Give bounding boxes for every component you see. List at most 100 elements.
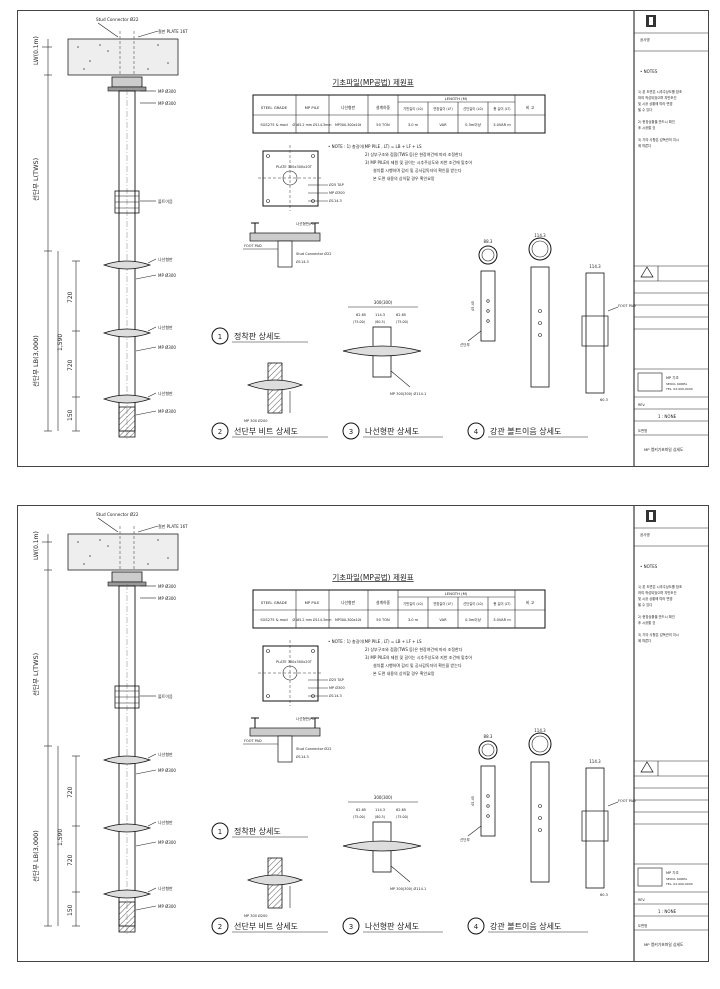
- td-grade: SGS275 & mod: [260, 618, 287, 622]
- d3-c: 62.65: [396, 808, 406, 812]
- detail-1-anchor-plate: PLATE 300x300x20T Ø25 TAP MP Ø300 Ø114.3…: [243, 145, 345, 268]
- th-ls: 선단길이 (L0): [463, 601, 483, 606]
- d3-b: 114.3: [375, 808, 385, 812]
- tb-note-2: 하여 작성되었으며 지반조건: [638, 95, 677, 100]
- title-text-1: 정착판 상세도: [234, 826, 281, 836]
- company-tel: TEL. 02-000-0000: [665, 387, 693, 391]
- lw-dim: LW(0.1m): [33, 531, 40, 560]
- detail-1-anchor-plate: PLATE 300x300x20T Ø25 TAP MP Ø300 Ø114.3…: [243, 640, 345, 763]
- scale-value: 1 : NONE: [658, 414, 677, 419]
- title-num-3: 3: [349, 923, 353, 931]
- th-l0: 기반길이 (L0): [403, 106, 423, 111]
- title-block: 공사명 • NOTES 1) 본 도면은 시추주상도를 참조 하여 작성되었으며…: [633, 11, 708, 466]
- d1-label-c: Ø114.3: [329, 693, 342, 698]
- d3-e: (80.3): [375, 320, 385, 324]
- lb-dim: 선단부 LB(3,000): [31, 830, 40, 882]
- dim-1590: 1,590: [57, 829, 64, 846]
- d4-b: 114.3: [534, 728, 546, 733]
- td-pile: Ø165.2 mm Ø114.3mm: [292, 122, 331, 127]
- td-load: 50 TON: [376, 618, 390, 622]
- title-num-2: 2: [218, 923, 222, 931]
- pile-labels: Stud Connector Ø22 철판 PLATE 16T MP Ø300 …: [31, 17, 188, 421]
- spec-table: 기초파일(MP공법) 제원표 LENGTH (M) STEEL GRADE MP…: [252, 77, 546, 134]
- bolt-joint-1: [114, 190, 140, 214]
- notes-head: • NOTES: [640, 564, 658, 569]
- dim-720-b: 720: [67, 854, 74, 866]
- revision-triangle-icon: [640, 266, 654, 278]
- title-text-2: 선단부 비트 상세도: [234, 426, 298, 436]
- drawing-title: MP 앵커기초파일 상세도: [644, 942, 684, 947]
- spiral-label: 나선형판: [158, 751, 173, 757]
- table-notes: • NOTE : 1) 총길이(MP PILE , LT) = LB + LF …: [328, 638, 472, 676]
- th-load: 설계하중: [376, 600, 390, 605]
- d4-f: 45.45: [471, 796, 475, 806]
- d4-c: 114.3: [589, 759, 601, 764]
- d3-f: (75.00): [396, 815, 408, 819]
- d3-a: 62.65: [356, 808, 366, 812]
- d4-c: 114.3: [589, 264, 601, 269]
- d3-label: MP 300(300) Ø114.1: [390, 886, 426, 891]
- lw-dim: LW(0.1m): [33, 36, 40, 65]
- length-header: LENGTH (M): [445, 591, 468, 596]
- pile-labels: Stud Connector Ø22 철판 PLATE 16T MP Ø300 …: [31, 512, 188, 916]
- th-spiral: 나선형판: [341, 600, 355, 605]
- th-grade: STEEL GRADE: [261, 600, 288, 605]
- tb-note-6: 후 시공할 것: [638, 620, 655, 625]
- tb-note-7: 3) 기타 사항은 감독관의 지시: [638, 632, 679, 637]
- rev-label: REV.: [638, 403, 645, 407]
- td-spiral: MP300-300x10t: [335, 618, 362, 622]
- detail-2-tip: MP 300 Ø200: [244, 857, 304, 918]
- d1-label-e: 나선형판(PL): [296, 716, 316, 721]
- mp-label-b: MP Ø300: [158, 596, 176, 601]
- th-lf: 연장길이 (LF): [433, 106, 453, 111]
- td-grade: SGS275 & mod: [260, 123, 287, 127]
- dim-150: 150: [67, 409, 74, 421]
- detail-2-tip: MP 300 Ø200: [244, 362, 304, 423]
- d4-f: 45.45: [471, 301, 475, 311]
- d3-d: (75.00): [353, 320, 365, 324]
- th-ls: 선단길이 (L0): [463, 106, 483, 111]
- d4-d: 60.3: [600, 893, 608, 897]
- tb-note-6: 후 시공할 것: [638, 125, 655, 130]
- th-grade: STEEL GRADE: [261, 105, 288, 110]
- drawing-sheet-2: Stud Connector Ø22 철판 PLATE 16T MP Ø300 …: [17, 505, 709, 962]
- head-label: 철판 PLATE 16T: [158, 28, 188, 34]
- d4-a: 88.3: [484, 239, 493, 244]
- th-lt: 총 길이 (LT): [493, 106, 510, 111]
- d3-label: MP 300(300) Ø114.1: [390, 391, 426, 396]
- note-line-2: 2) 상부구조와 접합(TWS 등)은 현장여건에 따라 조정한다: [365, 646, 463, 652]
- project-label: 공사명: [640, 532, 650, 537]
- note-line-1: • NOTE : 1) 총길이(MP PILE , LT) = LB + LF …: [328, 143, 422, 149]
- d3-dim: 300(300): [374, 300, 393, 305]
- table-notes: • NOTE : 1) 총길이(MP PILE , LT) = LB + LF …: [328, 143, 472, 181]
- revision-triangle-icon: [640, 761, 654, 773]
- concrete-speckle: [77, 44, 169, 70]
- tb-note-5: 2) 현장상황을 반드시 확인: [638, 119, 675, 124]
- td-ls: 0.3m이상: [465, 122, 482, 127]
- rev-label: REV.: [638, 898, 645, 902]
- plate-label: PLATE 300x300x20T: [276, 660, 313, 664]
- tb-note-8: 에 따른다: [638, 143, 651, 148]
- td-lf: VAR: [439, 618, 447, 622]
- td-ls: 0.3m이상: [465, 617, 482, 622]
- stud-label: Stud Connector Ø22: [96, 512, 139, 517]
- d4-e: FOOT PAD: [618, 304, 636, 308]
- detail-3-spiral: 300(300) 62.65 114.3 62.65 (75.00) (80.3…: [342, 795, 426, 891]
- td-lt: 3.0VAR m: [493, 618, 511, 622]
- d3-b: 114.3: [375, 313, 385, 317]
- th-remark: 비 고: [526, 105, 535, 110]
- note-line-5: 본 도면 내용의 상이할 경우 확인요망: [373, 175, 435, 181]
- mp-label-c: MP Ø300: [158, 273, 176, 278]
- notes-head: • NOTES: [640, 69, 658, 74]
- company-address: SEOUL KOREA: [666, 877, 688, 881]
- td-l0: 3.0 m: [408, 618, 419, 622]
- spiral-label-3: 나선형판: [158, 390, 173, 396]
- tb-note-3: 및 시공 상황에 따라 변경: [638, 596, 673, 601]
- spiral-label-2: 나선형판: [158, 819, 173, 825]
- mp-label-c: MP Ø300: [158, 768, 176, 773]
- table-title: 기초파일(MP공법) 제원표: [332, 572, 413, 582]
- dim-150: 150: [67, 904, 74, 916]
- title-num-1: 1: [218, 333, 222, 341]
- d1-label-a: Ø25 TAP: [329, 677, 344, 682]
- title-text-4: 강관 볼트이음 상세도: [490, 921, 561, 931]
